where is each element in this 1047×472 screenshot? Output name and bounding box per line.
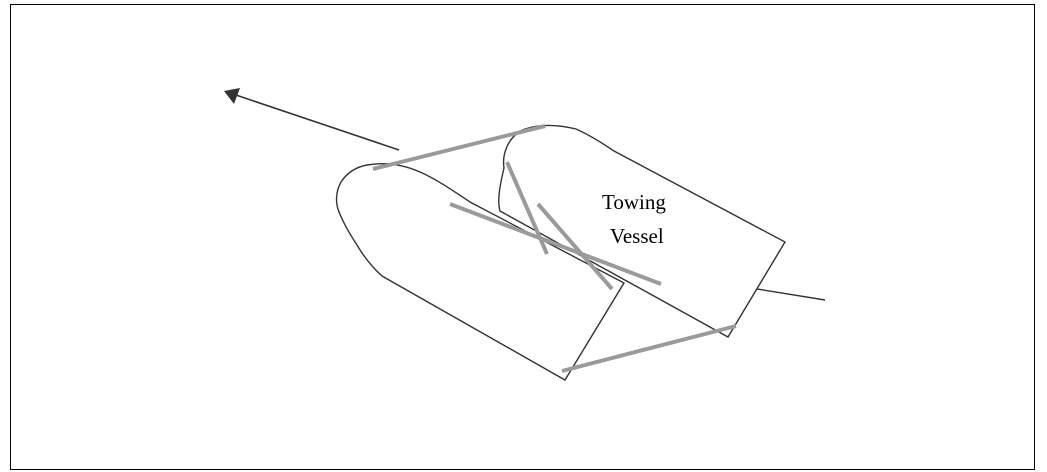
stern-line (561, 324, 737, 373)
diagram-frame (10, 4, 1035, 470)
towing-vessel-label-line1: Towing (602, 190, 666, 214)
spring-line (536, 202, 614, 291)
direction-of-travel-arrow (229, 92, 400, 151)
arrowhead-icon (224, 88, 240, 104)
tow-line (756, 288, 826, 301)
towing-vessel-label-line2: Vessel (610, 224, 664, 248)
breast-line (449, 202, 662, 286)
bow-line (372, 124, 546, 171)
towed-vessel-hull-outline (335, 163, 625, 381)
